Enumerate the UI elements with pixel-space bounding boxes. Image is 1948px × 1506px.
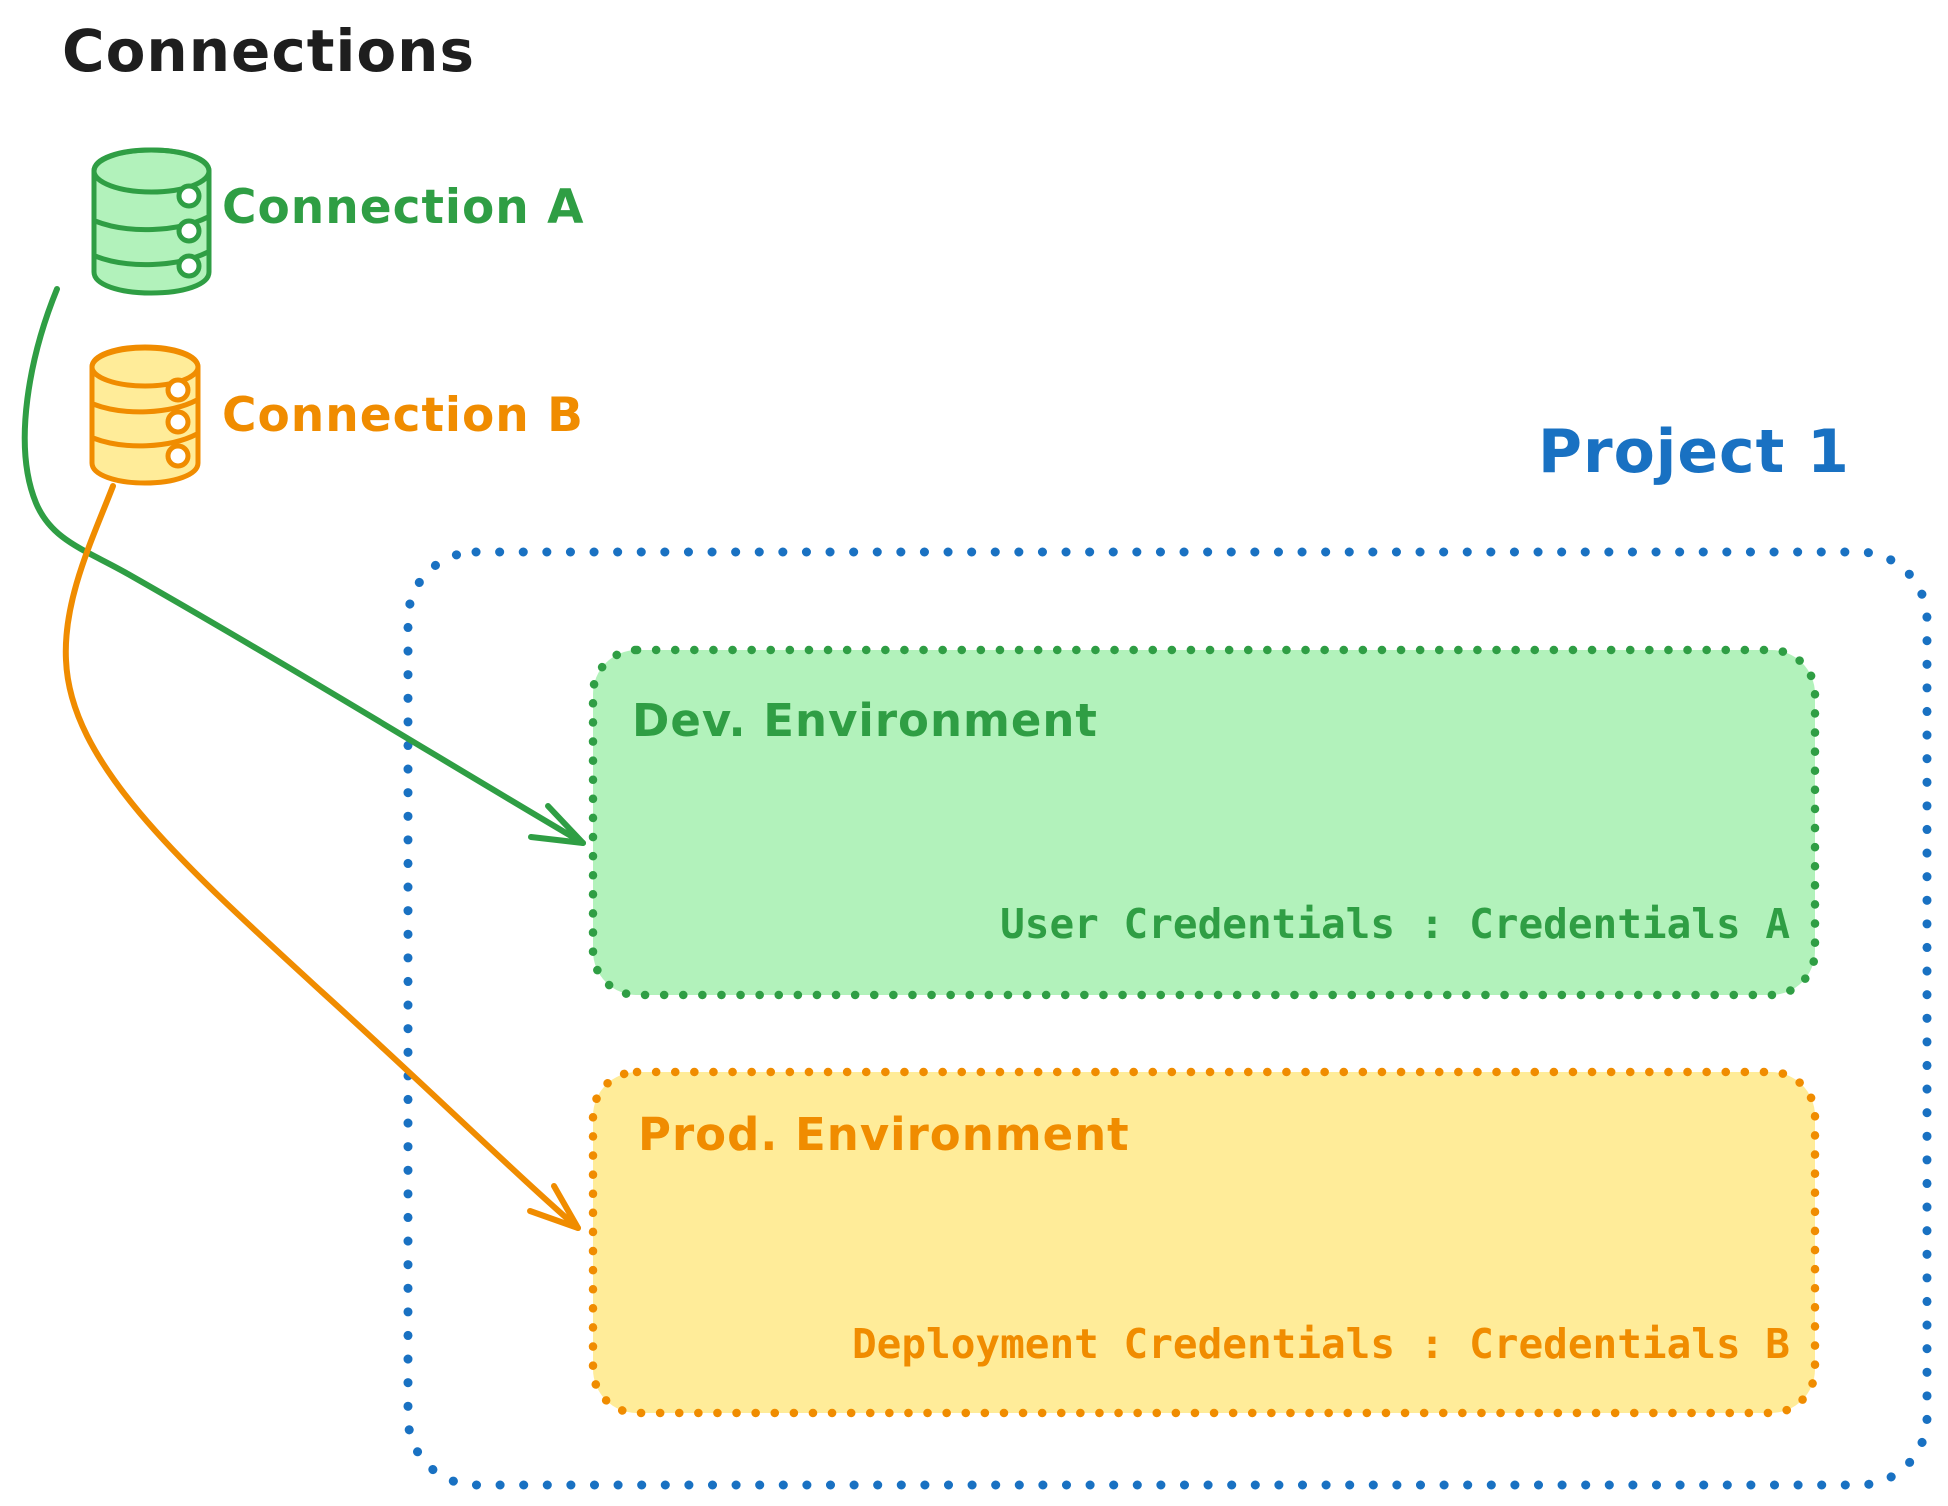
- dev-environment-credentials: User Credentials : Credentials A: [1000, 900, 1790, 948]
- arrowhead-icon: [528, 803, 586, 846]
- dev-environment-box: [588, 645, 1820, 1000]
- connection-a-label: Connection A: [222, 180, 585, 235]
- arrowhead-icon: [527, 1183, 581, 1231]
- connection-a-arrow: [21, 286, 586, 846]
- database-dot: [165, 443, 191, 469]
- prod-environment-box: [588, 1067, 1820, 1418]
- connection-b-database-icon: [89, 344, 201, 486]
- database-divider: [90, 431, 200, 449]
- database-dot: [165, 377, 191, 403]
- database-divider: [92, 249, 211, 268]
- database-divider: [90, 397, 200, 415]
- dev-environment-title: Dev. Environment: [632, 694, 1098, 747]
- arrow-line: [21, 286, 586, 846]
- arrow-line: [62, 483, 581, 1231]
- database-dot: [176, 183, 202, 209]
- database-top: [89, 345, 201, 389]
- connection-b-label: Connection B: [222, 388, 584, 443]
- project-1-label: Project 1: [1538, 417, 1850, 487]
- database-divider: [92, 214, 211, 233]
- connection-b-arrow: [62, 483, 581, 1231]
- database-dot: [176, 253, 202, 279]
- prod-environment-credentials: Deployment Credentials : Credentials B: [852, 1320, 1790, 1368]
- database-dot: [176, 218, 202, 244]
- connections-title: Connections: [62, 17, 475, 85]
- database-dot: [165, 409, 191, 435]
- connection-a-database-icon: [91, 147, 212, 296]
- prod-environment-title: Prod. Environment: [638, 1108, 1130, 1161]
- project-1-box: [403, 547, 1932, 1490]
- database-top: [91, 147, 212, 195]
